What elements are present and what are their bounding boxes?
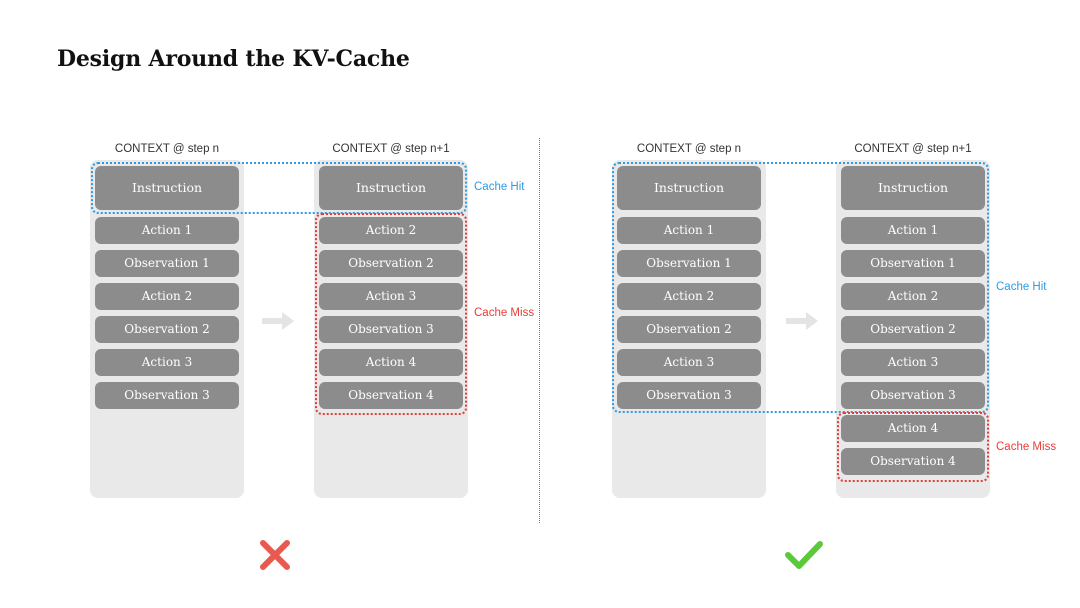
check-icon — [785, 541, 823, 569]
cache-miss-region — [837, 412, 989, 482]
instruction-block: Instruction — [841, 166, 985, 210]
cache-miss-label: Cache Miss — [474, 307, 535, 319]
cross-icon — [260, 540, 290, 570]
cache-hit-region — [91, 162, 467, 214]
cache-hit-label: Cache Hit — [474, 181, 525, 193]
bad-context-step-n: Instruction Action 1 Observation 1 Actio… — [90, 160, 244, 498]
arrow-right-icon — [262, 312, 294, 330]
context-item: Action 4 — [841, 415, 985, 442]
context-item: Observation 1 — [617, 250, 761, 277]
context-item: Observation 3 — [617, 382, 761, 409]
instruction-block: Instruction — [319, 166, 463, 210]
context-item: Action 1 — [95, 217, 239, 244]
page-title: Design Around the KV-Cache — [57, 46, 410, 72]
context-item: Action 1 — [841, 217, 985, 244]
context-item: Action 3 — [617, 349, 761, 376]
context-item: Observation 2 — [95, 316, 239, 343]
context-item: Observation 1 — [95, 250, 239, 277]
context-label-step-n: CONTEXT @ step n — [114, 143, 220, 155]
context-label-step-n: CONTEXT @ step n — [636, 143, 742, 155]
bad-context-step-n1: Instruction Action 2 Observation 2 Actio… — [314, 160, 468, 498]
context-label-step-n1: CONTEXT @ step n+1 — [332, 143, 450, 155]
context-item: Action 2 — [841, 283, 985, 310]
context-item: Action 2 — [319, 217, 463, 244]
context-item: Observation 1 — [841, 250, 985, 277]
cache-miss-region — [315, 213, 467, 415]
context-item: Observation 4 — [319, 382, 463, 409]
context-item: Observation 3 — [319, 316, 463, 343]
cache-hit-label: Cache Hit — [996, 281, 1047, 293]
arrow-right-icon — [786, 312, 818, 330]
good-context-step-n1: Instruction Action 1 Observation 1 Actio… — [836, 160, 990, 498]
cache-hit-region — [612, 162, 989, 413]
context-item: Action 3 — [841, 349, 985, 376]
context-item: Action 4 — [319, 349, 463, 376]
instruction-block: Instruction — [95, 166, 239, 210]
context-item: Observation 3 — [95, 382, 239, 409]
good-context-step-n: Instruction Action 1 Observation 1 Actio… — [612, 160, 766, 498]
context-item: Observation 2 — [617, 316, 761, 343]
context-item: Observation 2 — [841, 316, 985, 343]
context-item: Observation 3 — [841, 382, 985, 409]
cache-miss-label: Cache Miss — [996, 441, 1057, 453]
context-item: Action 2 — [617, 283, 761, 310]
context-item: Observation 2 — [319, 250, 463, 277]
context-item: Action 1 — [617, 217, 761, 244]
context-item: Action 3 — [319, 283, 463, 310]
context-item: Action 2 — [95, 283, 239, 310]
context-item: Observation 4 — [841, 448, 985, 475]
context-label-step-n1: CONTEXT @ step n+1 — [854, 143, 972, 155]
context-item: Action 3 — [95, 349, 239, 376]
instruction-block: Instruction — [617, 166, 761, 210]
divider — [539, 138, 540, 523]
